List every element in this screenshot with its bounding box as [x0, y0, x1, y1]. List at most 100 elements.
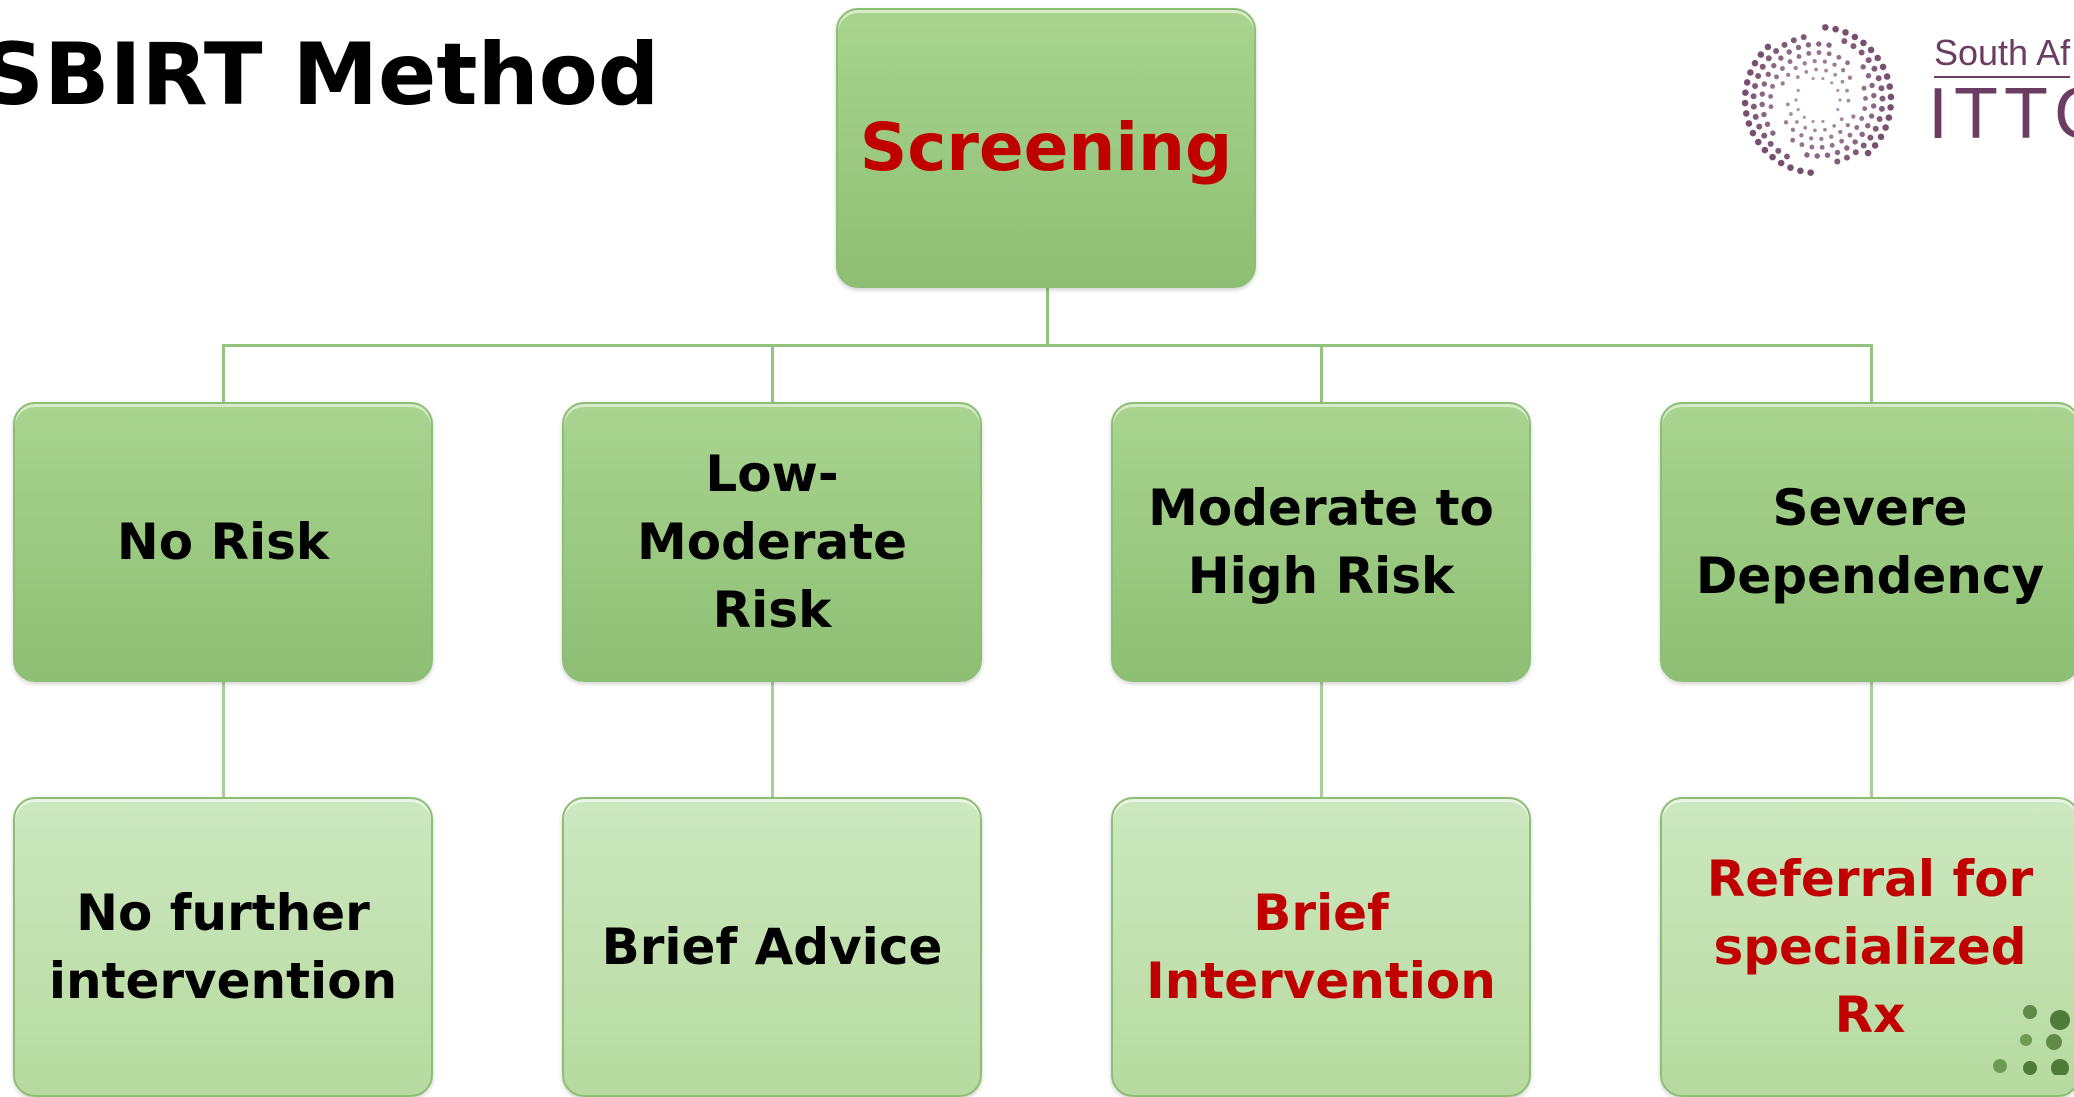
logo-dot: [1874, 54, 1881, 62]
logo-dot: [1773, 47, 1780, 54]
logo-dot: [1796, 107, 1800, 112]
screening-label: Screening: [859, 108, 1233, 186]
logo-dot: [1812, 58, 1817, 64]
logo-dot: [1769, 153, 1776, 161]
action-label-no-further-intervention: No further intervention: [48, 884, 398, 1010]
logo-dot: [1800, 34, 1807, 41]
logo-dot: [1770, 83, 1775, 89]
slide-title: SBIRT Method: [0, 25, 660, 125]
logo-dot: [1851, 33, 1859, 41]
logo-dot: [1780, 66, 1785, 71]
logo-dot: [1878, 85, 1885, 92]
logo-dot: [1743, 79, 1751, 86]
logo-dot: [1859, 131, 1865, 138]
logo-dot: [1867, 46, 1875, 54]
logo-dot: [1759, 91, 1766, 97]
logo-dot: [1851, 114, 1856, 119]
logo-dot: [1823, 127, 1827, 132]
logo-dot: [1778, 55, 1784, 61]
logo-dot: [1875, 75, 1882, 82]
logo-dot: [1804, 69, 1809, 74]
logo-dot: [1867, 134, 1874, 141]
logo-dot: [1768, 104, 1774, 110]
logo-dot: [1790, 127, 1796, 132]
connector-down-2: [771, 682, 774, 797]
corner-dots-decoration: [1993, 1005, 2070, 1075]
logo-dot: [1830, 81, 1834, 85]
logo-dot: [1809, 144, 1815, 150]
logo-dot: [1742, 110, 1750, 117]
action-label-brief-advice: Brief Advice: [601, 918, 943, 976]
logo-dot: [1745, 120, 1753, 127]
logo-text-bottom: ITTC: [1928, 74, 2074, 154]
logo-dot: [1814, 67, 1818, 72]
logo-dot: [1771, 62, 1777, 69]
logo-dot: [1795, 44, 1802, 51]
logo-dot: [1807, 169, 1814, 176]
ittc-logo-mark: [1741, 24, 1895, 176]
logo-dot: [1883, 73, 1891, 80]
logo-dot: [1860, 39, 1867, 47]
logo-dot: [1781, 41, 1788, 48]
logo-dot: [1858, 49, 1865, 56]
logo-dot: [1819, 144, 1825, 150]
logo-dot: [1832, 25, 1839, 33]
logo-dot: [1850, 43, 1857, 50]
logo-dot: [1829, 134, 1834, 139]
logo-dot: [1885, 114, 1893, 121]
logo-dot: [1775, 147, 1782, 154]
logo-dot: [1783, 120, 1789, 125]
logo-dot: [1813, 128, 1817, 133]
logo-dot: [1865, 122, 1871, 129]
logo-dot: [1845, 122, 1850, 128]
logo-dot: [1765, 55, 1772, 62]
logo-dot: [1784, 153, 1790, 160]
logo-dot: [1752, 113, 1759, 120]
logo-dot: [1879, 63, 1887, 71]
logo-dot: [1789, 112, 1793, 116]
logo-dot: [1869, 82, 1875, 89]
risk-label-low-moderate: Low- Moderate Risk: [636, 445, 908, 639]
logo-dot: [1833, 72, 1838, 77]
logo-dot: [1844, 145, 1850, 151]
logo-dot: [1797, 167, 1804, 175]
logo-dot: [1863, 95, 1868, 101]
action-node-no-further-intervention: No further intervention: [13, 797, 433, 1097]
logo-dot: [1764, 121, 1771, 127]
logo-dot: [1768, 94, 1774, 99]
risk-label-moderate-high: Moderate to High Risk: [1148, 479, 1494, 605]
logo-dot: [1846, 98, 1851, 103]
logo-text-top: South Af: [1934, 32, 2071, 78]
logo-dot: [1811, 119, 1815, 124]
risk-node-severe-dependency: Severe Dependency: [1660, 402, 2074, 682]
connector-horizontal-bar: [222, 344, 1873, 347]
logo-dot: [1749, 129, 1757, 137]
logo-dot: [1780, 81, 1785, 86]
logo-dot: [1840, 68, 1846, 73]
logo-dot: [1854, 125, 1860, 130]
logo-dot: [1879, 95, 1886, 102]
logo-dot: [1777, 159, 1785, 167]
logo-dot: [1796, 54, 1802, 59]
logo-dot: [1821, 76, 1825, 81]
risk-label-severe-dependency: Severe Dependency: [1695, 479, 2045, 605]
logo-dot: [1814, 153, 1820, 159]
connector-branch-1: [222, 344, 225, 402]
logo-dot: [1761, 81, 1768, 87]
logo-dot: [1752, 82, 1759, 89]
action-node-brief-intervention: Brief Intervention: [1111, 797, 1531, 1097]
logo-dot: [1834, 149, 1841, 156]
logo-dot: [1839, 117, 1844, 122]
logo-dot: [1785, 102, 1790, 107]
connector-down-3: [1320, 682, 1323, 797]
logo-dot: [1787, 59, 1793, 65]
logo-dot: [1795, 120, 1799, 124]
logo-dot: [1865, 57, 1872, 64]
logo-dot: [1759, 101, 1765, 108]
logo-dot: [1841, 38, 1848, 45]
logo-dot: [1761, 146, 1769, 154]
logo-dot: [1826, 42, 1832, 48]
logo-dot: [1795, 75, 1800, 80]
risk-node-moderate-high: Moderate to High Risk: [1111, 402, 1531, 682]
logo-dot: [1811, 76, 1815, 81]
